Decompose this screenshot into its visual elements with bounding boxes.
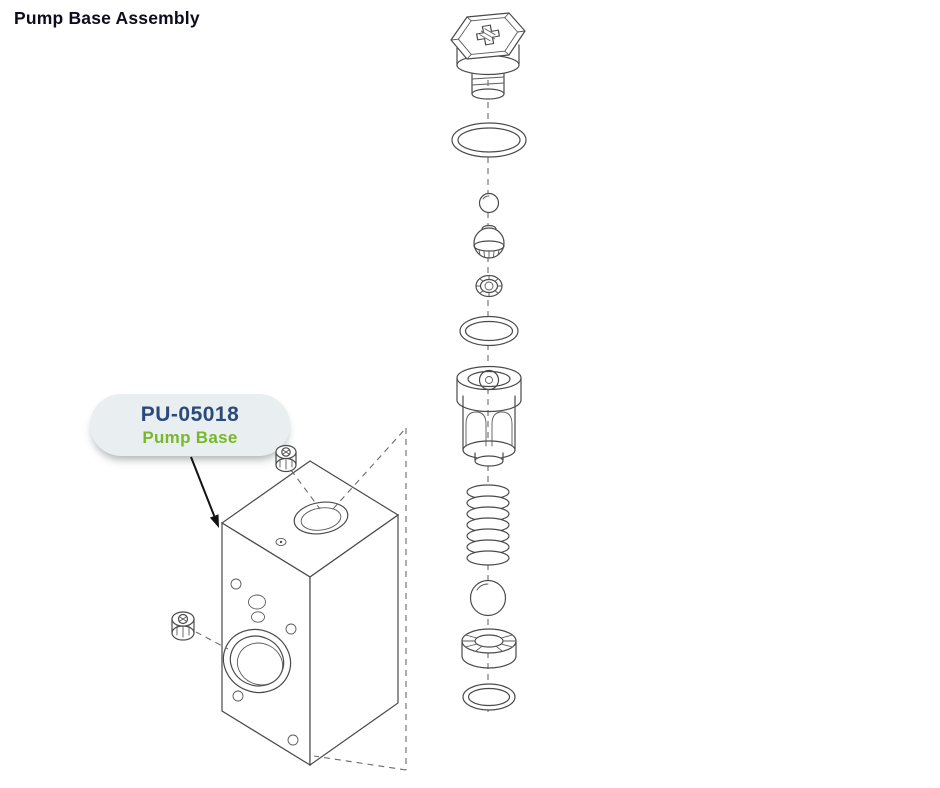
cross-recess xyxy=(475,24,501,46)
part-callout: PU-05018 Pump Base xyxy=(90,394,290,456)
page-title: Pump Base Assembly xyxy=(14,8,200,28)
mid-o-ring xyxy=(459,315,519,347)
set-screw-top xyxy=(275,444,297,473)
check-ball xyxy=(469,579,507,617)
block-right-face xyxy=(309,513,399,767)
pump-base-block xyxy=(220,460,400,767)
small-ball xyxy=(478,192,500,214)
spring xyxy=(466,484,510,566)
bottom-o-ring xyxy=(462,683,516,711)
valve-cage xyxy=(456,365,522,467)
poppet-valve xyxy=(473,224,505,259)
block-front-port xyxy=(222,628,292,694)
set-screw-side xyxy=(171,611,195,641)
callout-arrow xyxy=(190,456,219,528)
part-name-label: Pump Base xyxy=(142,427,238,447)
part-number-label: PU-05018 xyxy=(140,402,240,426)
block-top-bore xyxy=(293,501,349,535)
retaining-nut xyxy=(475,274,503,298)
hex-plug-cap xyxy=(450,12,526,100)
valve-seat xyxy=(461,628,517,669)
large-o-ring xyxy=(451,122,527,158)
